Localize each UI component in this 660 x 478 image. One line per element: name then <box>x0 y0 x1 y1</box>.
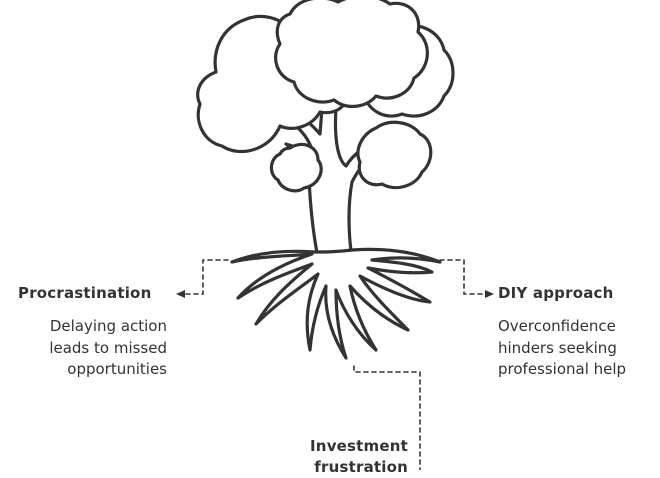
procrastination-description: Delaying action leads to missed opportun… <box>49 317 167 378</box>
tree-icon <box>196 0 455 360</box>
procrastination-title: Procrastination <box>18 284 152 302</box>
diy-approach-description: Overconfidence hinders seeking professio… <box>498 317 627 378</box>
arrowhead-procrastination <box>176 290 185 298</box>
connector-diy <box>439 259 487 295</box>
canopy-top <box>274 0 429 108</box>
roots <box>230 247 442 360</box>
canopy-small-left <box>269 142 323 193</box>
diy-approach-title: DIY approach <box>498 284 614 302</box>
arrowhead-diy <box>485 290 494 298</box>
connector-procrastination <box>183 259 229 295</box>
investment-frustration-title: Investment frustration <box>310 437 408 476</box>
connector-investment <box>353 365 421 470</box>
canopy-small-right <box>356 120 433 190</box>
